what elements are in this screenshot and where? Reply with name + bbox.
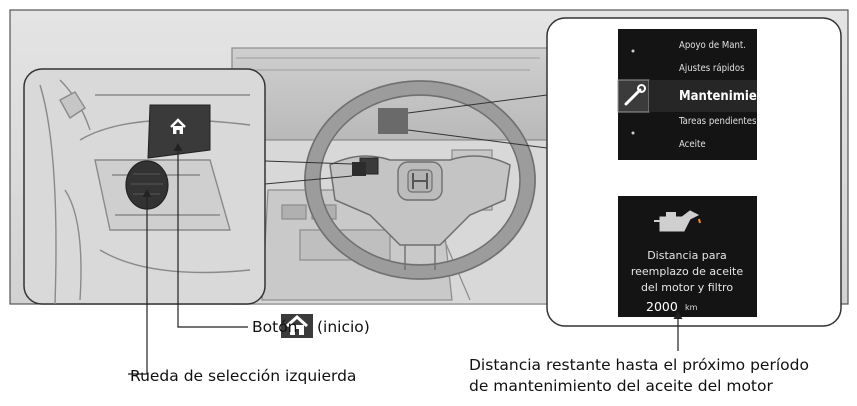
- wrench-icon: [624, 84, 646, 106]
- home-button-suffix: (inicio): [317, 318, 370, 336]
- steering-switch-marker: [352, 162, 366, 176]
- menu-item-1: Ajustes rápidos: [679, 63, 745, 74]
- oil-can-icon: [654, 210, 701, 232]
- menu-item-3: Tareas pendientes: [679, 116, 757, 127]
- pointer-heads: [142, 143, 183, 197]
- menu-screen-bar: [617, 49, 757, 135]
- oil-distance-caption-line-2: de mantenimiento del aceite del motor: [469, 377, 773, 395]
- oil-message: Distancia para reemplazo de aceite del m…: [617, 248, 757, 296]
- cluster-callout-lines: [407, 94, 548, 149]
- home-button-legend-icon: [281, 314, 313, 338]
- menu-item-0: Apoyo de Mant.: [679, 40, 746, 51]
- menu-item-4: Aceite: [679, 139, 706, 150]
- oil-distance-value: 2000: [646, 299, 678, 314]
- left-selector-wheel: [125, 160, 169, 210]
- home-icon-on-wheel: [170, 118, 186, 134]
- oil-message-line-2: reemplazo de aceite: [630, 265, 744, 278]
- oil-message-line-3: del motor y filtro: [640, 281, 734, 294]
- oil-distance-caption-line-1: Distancia restante hasta el próximo perí…: [469, 356, 809, 374]
- inset-callout-lines: [264, 160, 353, 185]
- steering-inset: [23, 68, 266, 305]
- oil-message-line-1: Distancia para: [647, 249, 727, 262]
- oil-distance-caption: Distancia restante hasta el próximo perí…: [469, 355, 849, 397]
- inset-pointers: [128, 148, 248, 375]
- cluster-display-marker: [378, 108, 408, 134]
- oil-distance-unit: km: [685, 303, 698, 312]
- menu-item-selected: Mantenimiento: [679, 89, 779, 104]
- selector-wheel-label: Rueda de selección izquierda: [130, 367, 357, 385]
- home-button-label: Botón: [252, 318, 298, 336]
